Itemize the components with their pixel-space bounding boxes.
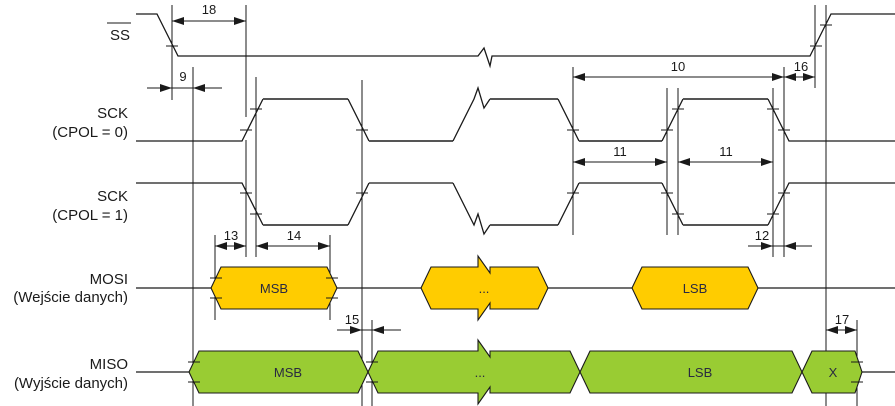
timing-param-13: 13 [215, 228, 246, 250]
ss-label: SS [110, 27, 130, 44]
mosi-waveform: MSB ... LSB [136, 254, 895, 322]
mosi-desc-label: (Wejście danych) [13, 289, 128, 306]
timing-param-12: 12 [748, 228, 812, 250]
miso-desc-label: (Wyjście danych) [14, 375, 128, 392]
timing-param-11a: 11 [573, 144, 667, 166]
ss-waveform [136, 13, 895, 69]
timing-param-9: 9 [147, 69, 222, 92]
svg-text:11: 11 [613, 144, 627, 159]
svg-text:10: 10 [671, 59, 685, 74]
svg-text:13: 13 [224, 228, 238, 243]
svg-text:9: 9 [179, 69, 186, 84]
timing-param-15: 15 [337, 312, 401, 334]
svg-text:17: 17 [835, 312, 849, 327]
miso-bit-label: X [829, 365, 838, 380]
svg-text:18: 18 [202, 2, 216, 17]
svg-text:12: 12 [755, 228, 769, 243]
timing-param-16: 16 [784, 59, 815, 81]
svg-text:15: 15 [345, 312, 359, 327]
timing-dimensions: 18 9 10 16 11 [147, 2, 857, 334]
sck-cpol1-waveform [136, 182, 895, 236]
miso-bit-label: ... [475, 365, 486, 380]
mosi-bit-label: ... [479, 281, 490, 296]
miso-bit-label: LSB [688, 365, 713, 380]
svg-text:16: 16 [794, 59, 808, 74]
sck-cpol0-waveform [136, 85, 895, 142]
timing-param-10: 10 [573, 59, 784, 81]
sck1-label: SCK [97, 188, 128, 205]
mosi-bit-label: MSB [260, 281, 288, 296]
miso-waveform: MSB ... LSB X [136, 338, 895, 406]
svg-text:11: 11 [719, 144, 733, 159]
reference-lines [171, 5, 858, 406]
signal-labels: SS SCK (CPOL = 0) SCK (CPOL = 1) MOSI (W… [13, 22, 131, 392]
miso-bit-label: MSB [274, 365, 302, 380]
sck1-mode-label: (CPOL = 1) [52, 207, 128, 224]
timing-param-18: 18 [172, 2, 246, 25]
svg-text:14: 14 [287, 228, 301, 243]
sck0-mode-label: (CPOL = 0) [52, 124, 128, 141]
sck0-label: SCK [97, 105, 128, 122]
timing-param-17: 17 [826, 312, 857, 334]
mosi-label: MOSI [90, 271, 128, 288]
timing-param-11b: 11 [678, 144, 773, 166]
mosi-bit-label: LSB [683, 281, 708, 296]
timing-param-14: 14 [256, 228, 330, 250]
miso-label: MISO [90, 356, 128, 373]
